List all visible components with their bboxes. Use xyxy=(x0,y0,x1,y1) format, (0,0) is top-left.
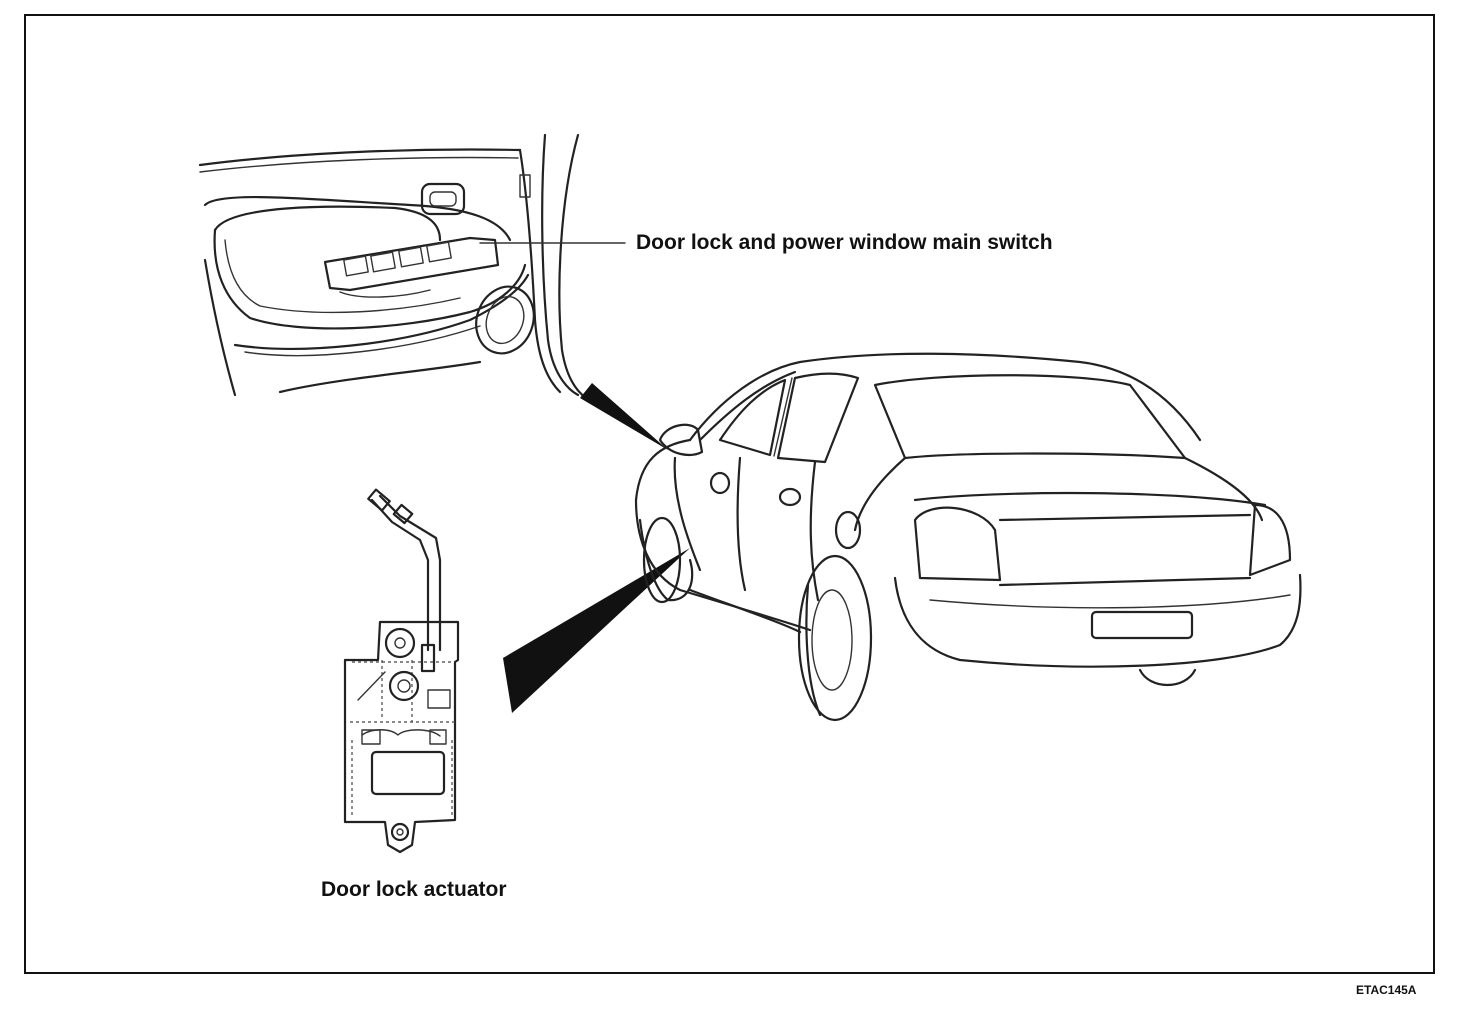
car-illustration xyxy=(634,352,1302,722)
pointer-wedge-actuator xyxy=(503,548,690,713)
door-lock-actuator-illustration xyxy=(343,488,460,854)
pointer-wedge-switch xyxy=(580,383,668,450)
diagram-frame xyxy=(24,14,1435,974)
switch-label: Door lock and power window main switch xyxy=(636,231,1053,254)
figure-code: ETAC145A xyxy=(1356,983,1417,997)
door-panel-illustration xyxy=(198,133,626,400)
actuator-label: Door lock actuator xyxy=(321,878,507,901)
